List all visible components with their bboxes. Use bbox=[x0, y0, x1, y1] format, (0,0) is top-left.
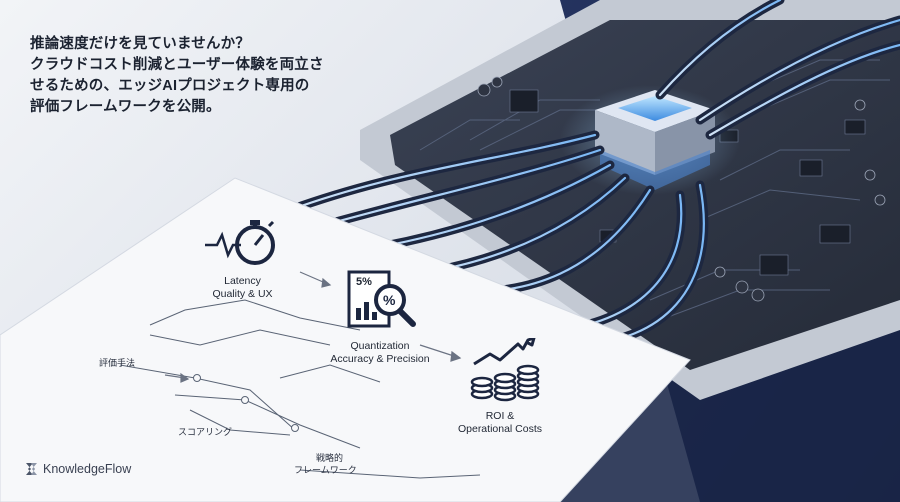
headline-line-4: 評価フレームワークを公開。 bbox=[30, 99, 221, 115]
latency-title: Latency bbox=[224, 275, 261, 287]
flow-diagram bbox=[119, 299, 481, 479]
headline-line-1: 推論速度だけを見ていませんか？ bbox=[30, 36, 251, 52]
flow-step-scoring: スコアリング bbox=[178, 427, 233, 437]
quantization-label: Quantization Accuracy & Precision bbox=[310, 340, 450, 366]
flow-step-strategic-line2: フレームワーク bbox=[294, 465, 357, 475]
magnifier-report-icon: % bbox=[347, 270, 416, 328]
flow-step-evaluation: 評価手法 bbox=[99, 358, 136, 368]
quantization-subtitle: Accuracy & Precision bbox=[330, 353, 430, 365]
svg-text:%: % bbox=[383, 292, 396, 308]
ai-processor-chip bbox=[595, 90, 715, 190]
headline-line-2: クラウドコスト削減とユーザー体験を両立さ bbox=[30, 57, 324, 73]
brand-name: KnowledgeFlow bbox=[43, 462, 132, 476]
roi-title: ROI & bbox=[485, 410, 515, 422]
capacitors bbox=[477, 76, 886, 302]
coins-growth-icon bbox=[470, 338, 540, 402]
stopwatch-icon bbox=[205, 220, 275, 265]
roi-label: ROI & Operational Costs bbox=[440, 410, 560, 436]
latency-label: Latency Quality & UX bbox=[195, 275, 290, 301]
quantization-title: Quantization bbox=[350, 340, 410, 352]
framework-card bbox=[0, 177, 691, 502]
latency-subtitle: Quality & UX bbox=[212, 288, 273, 300]
flow-arrows bbox=[164, 271, 462, 383]
headline-line-3: せるための、エッジAIプロジェクト専用の bbox=[30, 78, 310, 94]
flow-step-strategic: 戦略的 フレームワーク bbox=[294, 452, 357, 476]
flow-step-strategic-line1: 戦略的 bbox=[316, 453, 344, 463]
headline: 推論速度だけを見ていませんか？ クラウドコスト削減とユーザー体験を両立さ せるた… bbox=[30, 34, 360, 118]
roi-subtitle: Operational Costs bbox=[457, 423, 543, 435]
brand-logo: KnowledgeFlow bbox=[24, 462, 131, 476]
quant-badge: 5% bbox=[356, 276, 372, 288]
knowledgeflow-logo-icon bbox=[26, 463, 37, 475]
